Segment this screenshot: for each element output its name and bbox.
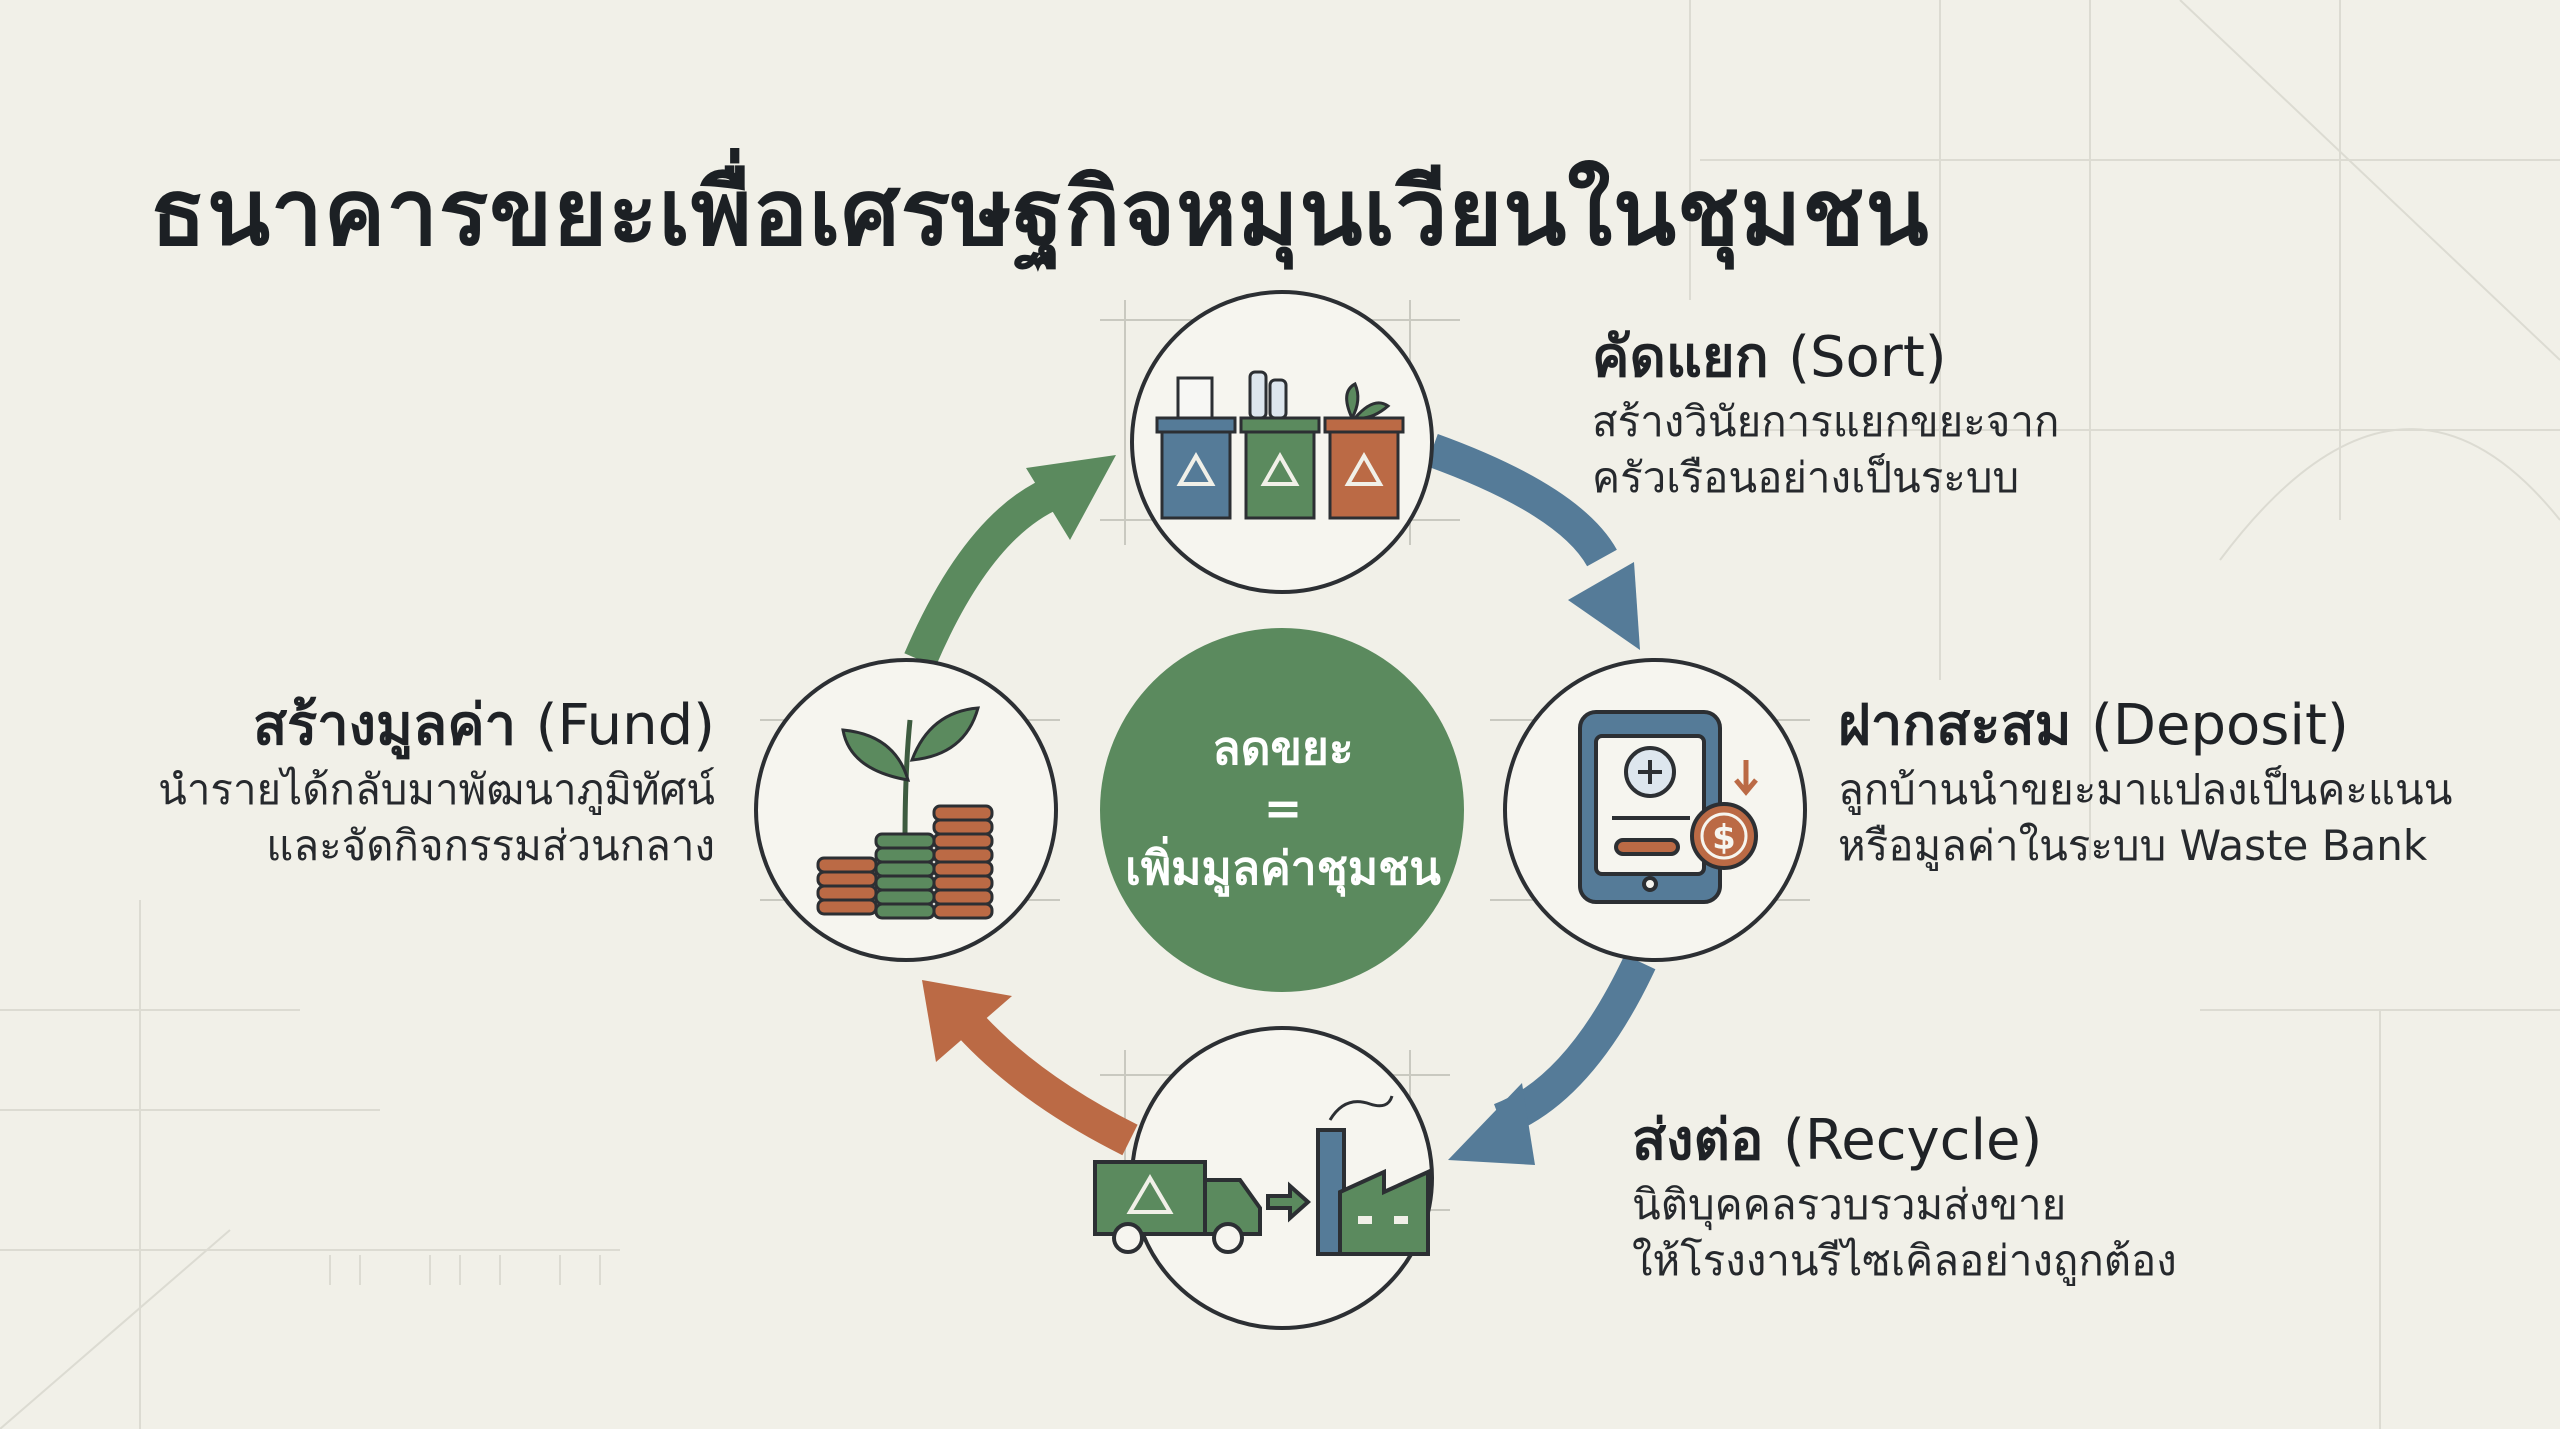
stage-fund-heading: สร้างมูลค่า (Fund) (158, 690, 715, 762)
stage-fund-title-th: สร้างมูลค่า (252, 693, 517, 758)
stage-sort-title-th: คัดแยก (1592, 325, 1769, 390)
arrow-head-fund-sort (1026, 455, 1116, 540)
stage-deposit-desc-1: ลูกบ้านนำขยะมาแปลงเป็นคะแนน (1838, 765, 2453, 814)
stage-recycle: ส่งต่อ (Recycle) นิติบุคคลรวบรวมส่งขาย ใ… (1632, 1105, 2177, 1289)
arrow-sort-to-deposit (1426, 434, 1617, 567)
center-hub (1100, 628, 1464, 992)
stage-deposit-title-th: ฝากสะสม (1838, 693, 2072, 758)
tablet-deposit-icon (1578, 710, 1758, 904)
center-line-2: = (1263, 781, 1303, 835)
stage-recycle-desc-2: ให้โรงงานรีไซเคิลอย่างถูกต้อง (1632, 1236, 2177, 1285)
plant-coins-icon (816, 706, 994, 920)
stage-fund: สร้างมูลค่า (Fund) นำรายได้กลับมาพัฒนาภู… (158, 690, 715, 874)
truck-factory-icon (1093, 1095, 1430, 1256)
recycling-bins-icon (1155, 370, 1405, 520)
center-line-1: ลดขยะ (1212, 721, 1354, 775)
stage-recycle-title-en: (Recycle) (1783, 1108, 2043, 1173)
stage-fund-title-en: (Fund) (535, 693, 715, 758)
stage-deposit-desc-2: หรือมูลค่าในระบบ Waste Bank (1838, 821, 2428, 870)
center-line-3: เพิ่มมูลค่าชุมชน (1125, 841, 1441, 895)
stage-sort-title-en: (Sort) (1788, 325, 1947, 390)
dollar-icon: $ (1712, 818, 1736, 858)
arrow-recycle-to-fund (957, 1013, 1138, 1156)
stage-recycle-desc-1: นิติบุคคลรวบรวมส่งขาย (1632, 1180, 2067, 1229)
stage-sort-heading: คัดแยก (Sort) (1592, 322, 2059, 394)
center-slogan: ลดขยะ = เพิ่มมูลค่าชุมชน (1098, 718, 1468, 898)
stage-fund-desc-2: และจัดกิจกรรมส่วนกลาง (266, 821, 715, 870)
stage-sort-desc-2: ครัวเรือนอย่างเป็นระบบ (1592, 453, 2020, 502)
arrow-fund-to-sort (904, 474, 1067, 667)
stage-fund-desc-1: นำรายได้กลับมาพัฒนาภูมิทัศน์ (158, 765, 715, 814)
stage-sort-desc-1: สร้างวินัยการแยกขยะจาก (1592, 397, 2060, 446)
arrow-head-sort-deposit (1568, 562, 1640, 650)
stage-recycle-title-th: ส่งต่อ (1632, 1108, 1764, 1173)
page-title: ธนาคารขยะเพื่อเศรษฐกิจหมุนเวียนในชุมชน (150, 159, 1930, 266)
arrow-head-deposit-recycle (1448, 1083, 1535, 1165)
stage-recycle-heading: ส่งต่อ (Recycle) (1632, 1105, 2177, 1177)
stage-sort: คัดแยก (Sort) สร้างวินัยการแยกขยะจาก ครั… (1592, 322, 2059, 506)
stage-deposit-title-en: (Deposit) (2091, 693, 2349, 758)
stage-deposit: ฝากสะสม (Deposit) ลูกบ้านนำขยะมาแปลงเป็น… (1838, 690, 2452, 874)
arrow-head-recycle-fund (922, 980, 1012, 1062)
stage-deposit-heading: ฝากสะสม (Deposit) (1838, 690, 2452, 762)
